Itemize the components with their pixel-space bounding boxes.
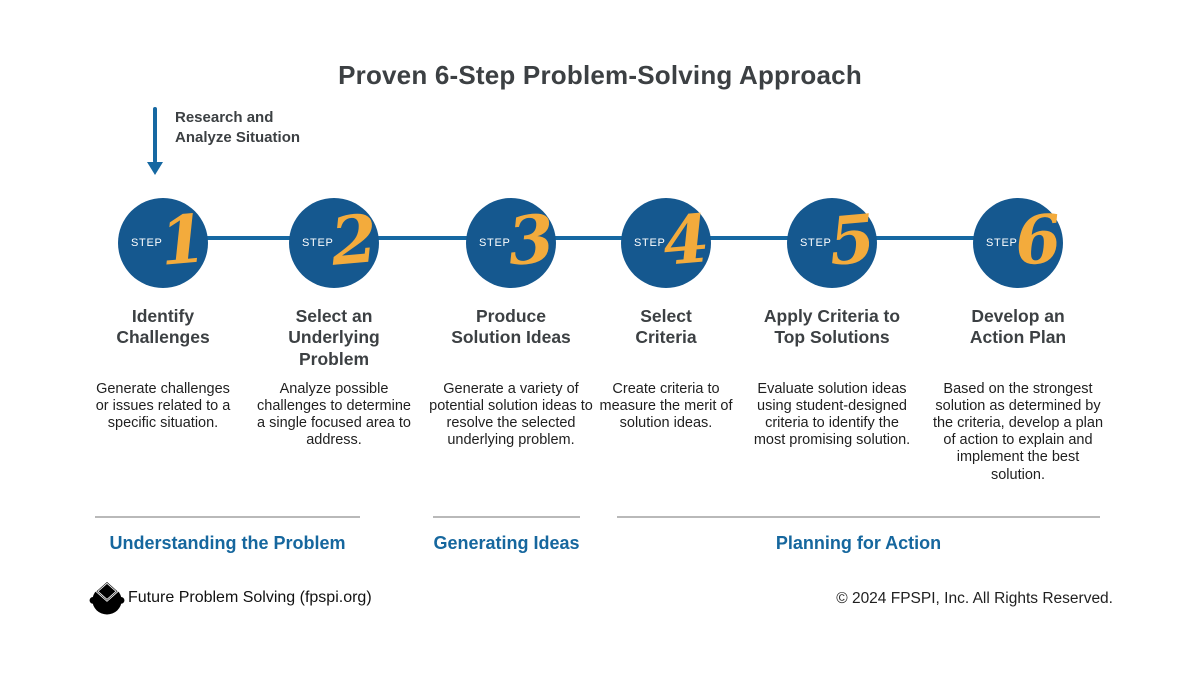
step-title: Select an Underlying Problem: [288, 306, 380, 369]
phase-label-planning: Planning for Action: [775, 533, 942, 553]
step-connector-line: [163, 236, 1018, 240]
step-label: STEP: [479, 237, 511, 249]
phase-divider-3: [617, 516, 1100, 518]
step-description: Generate challenges or issues related to…: [95, 381, 231, 432]
step-column-3: STEP 3 Produce Solution Ideas Generate a…: [416, 198, 606, 518]
step-circle-wrap: STEP 1: [118, 198, 209, 288]
step-title: Apply Criteria to Top Solutions: [763, 306, 901, 348]
footer-copyright-text: © 2024 FPSPI, Inc. All Rights Reserved.: [836, 590, 1113, 607]
step-number: 2: [327, 199, 381, 281]
step-title: Produce Solution Ideas: [451, 306, 571, 348]
research-arrow-head-icon: [147, 162, 163, 175]
step-description: Based on the strongest solution as deter…: [932, 381, 1104, 483]
step-title: Select Criteria: [635, 306, 697, 348]
step-circle-wrap: STEP 4: [621, 198, 712, 288]
step-column-5: STEP 5 Apply Criteria to Top Solutions E…: [737, 198, 927, 518]
step-description: Evaluate solution ideas using student-de…: [753, 381, 911, 449]
step-column-1: STEP 1 Identify Challenges Generate chal…: [68, 198, 258, 518]
step-number: 1: [156, 199, 210, 281]
step-number: 6: [1011, 199, 1065, 281]
fps-head-logo-icon: [89, 580, 125, 615]
step-label: STEP: [302, 237, 334, 249]
step-circle-wrap: STEP 3: [466, 198, 557, 288]
step-circle: STEP: [289, 198, 379, 288]
step-column-2: STEP 2 Select an Underlying Problem Anal…: [239, 198, 429, 518]
research-arrow-line: [153, 107, 157, 163]
step-number: 3: [504, 199, 558, 281]
step-label: STEP: [634, 237, 666, 249]
step-label: STEP: [800, 237, 832, 249]
research-annotation-label: Research and Analyze Situation: [175, 109, 301, 147]
step-description: Generate a variety of potential solution…: [429, 381, 593, 449]
phase-label-generating: Generating Ideas: [433, 533, 580, 553]
footer-brand-text: Future Problem Solving (fpspi.org): [128, 589, 372, 606]
phase-label-understanding: Understanding the Problem: [109, 533, 346, 553]
step-circle: STEP: [466, 198, 556, 288]
step-description: Create criteria to measure the merit of …: [599, 381, 733, 432]
phase-divider-2: [433, 516, 580, 518]
step-number: 4: [659, 199, 713, 281]
page-title: Proven 6-Step Problem-Solving Approach: [338, 60, 862, 90]
step-title: Identify Challenges: [116, 306, 210, 348]
step-description: Analyze possible challenges to determine…: [257, 381, 411, 449]
step-circle-wrap: STEP 2: [289, 198, 380, 288]
step-number: 5: [825, 199, 879, 281]
step-circle: STEP: [118, 198, 208, 288]
step-column-6: STEP 6 Develop an Action Plan Based on t…: [923, 198, 1113, 518]
step-column-4: STEP 4 Select Criteria Create criteria t…: [571, 198, 761, 518]
step-circle-wrap: STEP 6: [973, 198, 1064, 288]
step-circle-wrap: STEP 5: [787, 198, 878, 288]
step-label: STEP: [986, 237, 1018, 249]
step-circle: STEP: [621, 198, 711, 288]
step-title: Develop an Action Plan: [969, 306, 1067, 348]
step-circle: STEP: [787, 198, 877, 288]
phase-divider-1: [95, 516, 360, 518]
step-circle: STEP: [973, 198, 1063, 288]
step-label: STEP: [131, 237, 163, 249]
